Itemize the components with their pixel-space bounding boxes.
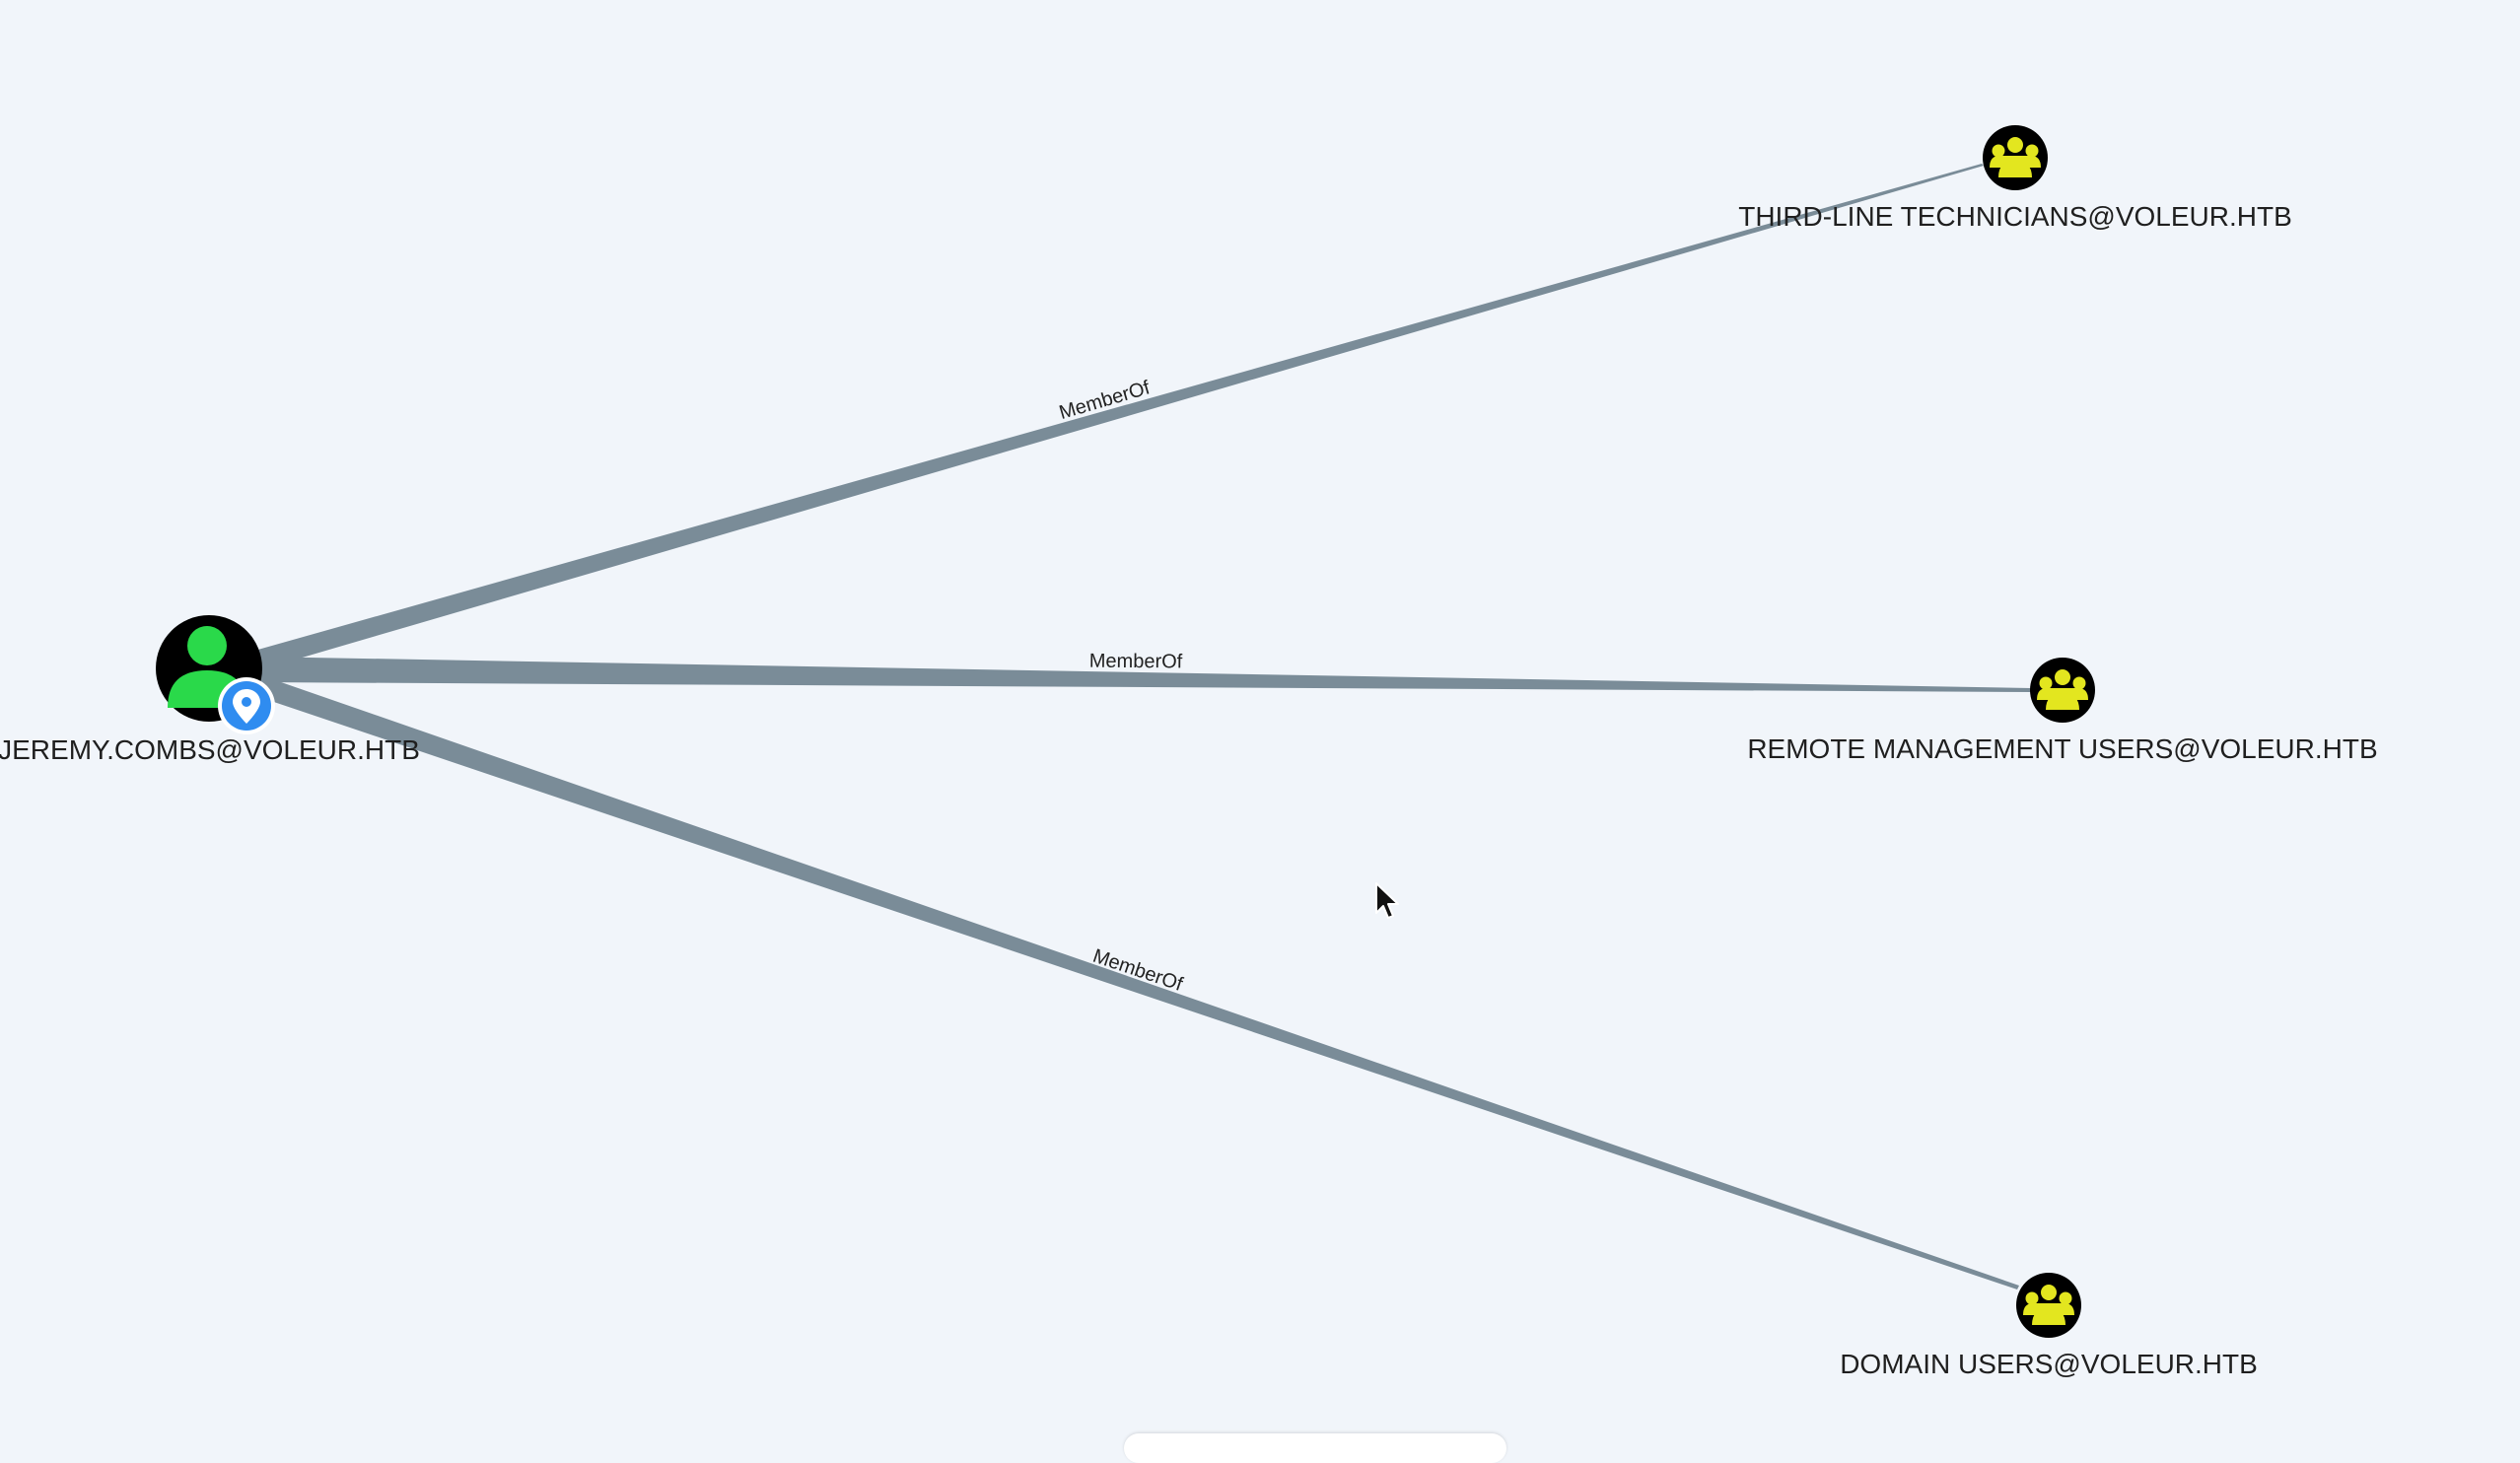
group-node-label: DOMAIN USERS@VOLEUR.HTB xyxy=(1840,1349,2258,1379)
edge-memberof-domain-users[interactable] xyxy=(250,674,2019,1289)
edge-layer xyxy=(250,164,2031,1289)
group-node-remote-management-users[interactable]: REMOTE MANAGEMENT USERS@VOLEUR.HTB xyxy=(1747,658,2378,764)
group-node-third-line-technicians[interactable]: THIRD-LINE TECHNICIANS@VOLEUR.HTB xyxy=(1738,125,2292,232)
group-node-domain-users[interactable]: DOMAIN USERS@VOLEUR.HTB xyxy=(1840,1273,2258,1379)
bottom-panel-tab[interactable] xyxy=(1124,1433,1506,1463)
edge-memberof-third-line[interactable] xyxy=(254,164,1984,670)
group-icon xyxy=(2023,1285,2074,1325)
group-icon xyxy=(1990,137,2041,177)
edge-memberof-remote-management[interactable] xyxy=(254,657,2031,692)
edge-label-remote-management: MemberOf xyxy=(1089,651,1183,673)
location-pin-icon xyxy=(218,677,275,734)
mouse-cursor-icon xyxy=(1375,882,1399,919)
user-node-label: JEREMY.COMBS@VOLEUR.HTB xyxy=(0,734,420,765)
group-node-label: THIRD-LINE TECHNICIANS@VOLEUR.HTB xyxy=(1738,201,2292,232)
group-icon xyxy=(2037,669,2088,710)
user-node-jeremy-combs[interactable]: JEREMY.COMBS@VOLEUR.HTB xyxy=(0,615,420,765)
group-node-label: REMOTE MANAGEMENT USERS@VOLEUR.HTB xyxy=(1747,733,2377,764)
